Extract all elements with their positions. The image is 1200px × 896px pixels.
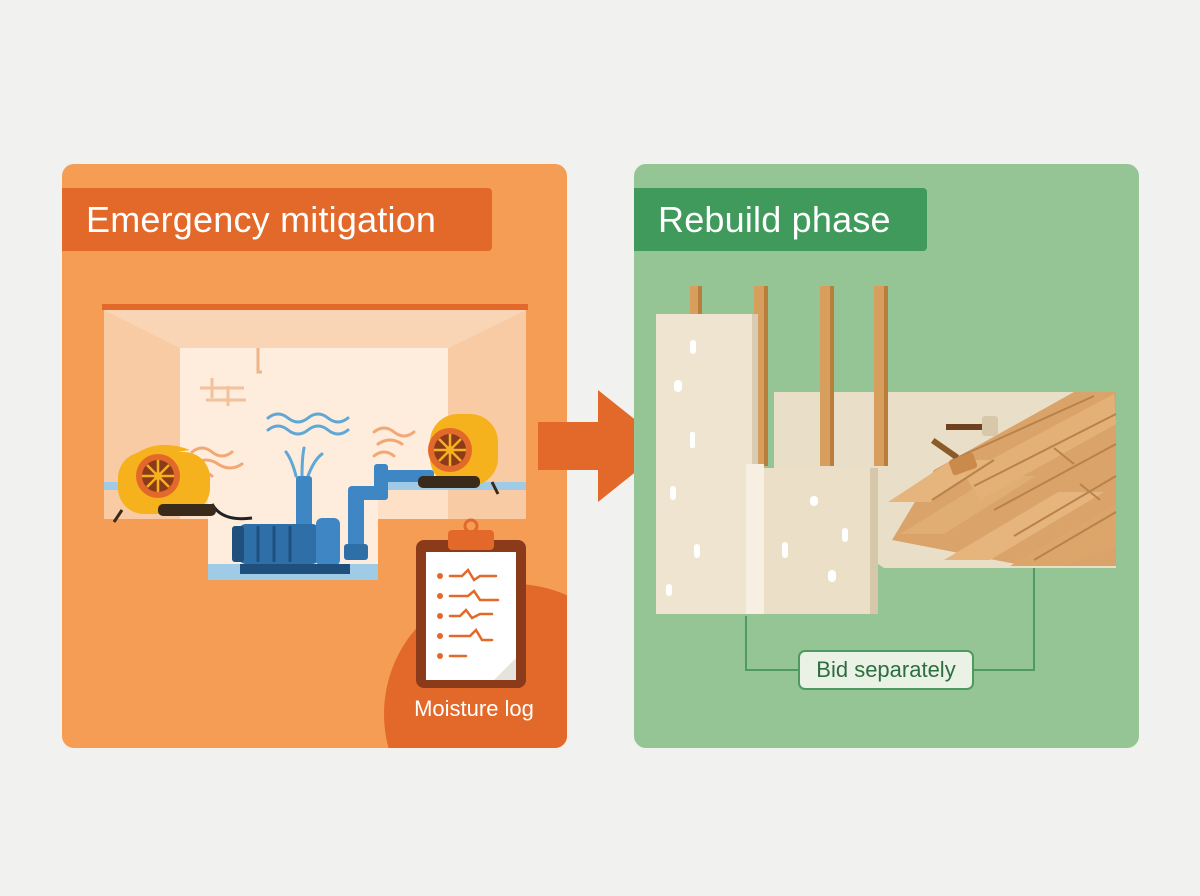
- drywall-icon: [656, 314, 878, 614]
- arrow-right-icon: [538, 390, 668, 502]
- hammer-icon: [930, 416, 998, 476]
- bid-connector: [745, 568, 1035, 671]
- moisture-log-label: Moisture log: [414, 696, 534, 721]
- water-pump-icon: [210, 503, 350, 574]
- rebuild-title: Rebuild phase: [634, 188, 927, 251]
- air-mover-fan-icon: [418, 414, 500, 495]
- air-mover-fan-icon: [112, 444, 216, 523]
- clipboard-icon: [416, 518, 526, 688]
- mitigation-title: Emergency mitigation: [62, 188, 492, 251]
- rebuild-panel: Rebuild phase Bid separately: [634, 164, 1139, 748]
- bid-separately-label: Bid separately: [798, 650, 974, 690]
- water-pipe: [296, 464, 434, 560]
- mitigation-panel: Emergency mitigation Moisture log: [62, 164, 567, 748]
- rebuild-illustration: [656, 286, 1117, 671]
- mitigation-illustration: [102, 304, 528, 688]
- water-spray-icon: [266, 412, 350, 478]
